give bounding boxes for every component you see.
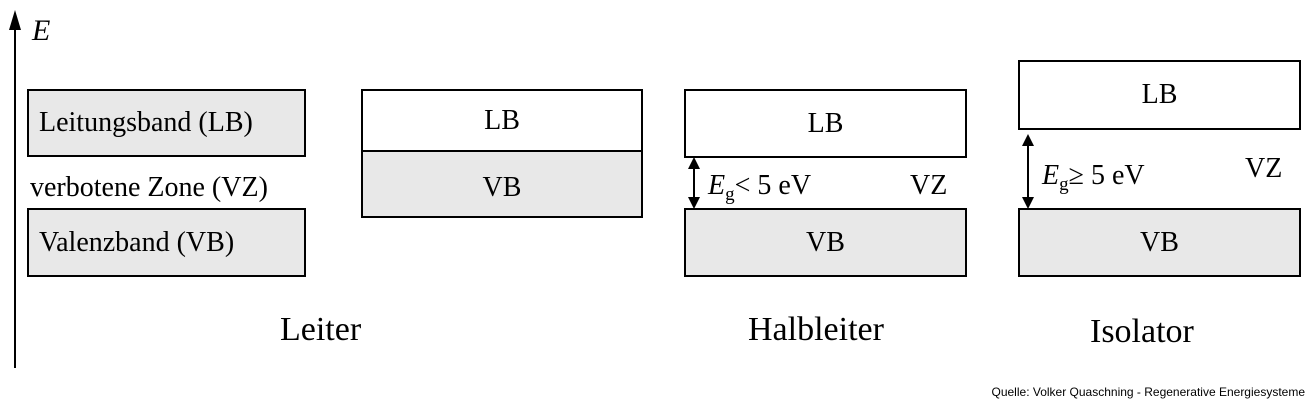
insulator-gap-subscript: g <box>1059 174 1069 195</box>
semiconductor-lb-box: LB <box>684 89 967 158</box>
source-credit: Quelle: Volker Quaschning - Regenerative… <box>991 385 1306 399</box>
energy-axis-arrowhead <box>9 10 21 30</box>
energy-axis-label: E <box>32 14 51 47</box>
insulator-lb-box: LB <box>1018 60 1301 130</box>
conductor-vb-box: VB <box>361 150 643 218</box>
semiconductor-lb-label: LB <box>807 107 844 139</box>
semiconductor-gap-relation: < 5 eV <box>734 170 812 201</box>
insulator-gap-relation: ≥ 5 eV <box>1068 160 1145 191</box>
insulator-gap-symbol: E <box>1042 160 1060 191</box>
legend-valence-band: Valenzband (VB) <box>27 208 306 277</box>
insulator-vb-box: VB <box>1018 208 1301 277</box>
insulator-vz-label: VZ <box>1245 153 1283 184</box>
legend-conduction-band: Leitungsband (LB) <box>27 89 306 157</box>
semiconductor-gap-symbol: E <box>708 170 726 201</box>
conductor-vb-label: VB <box>482 172 522 203</box>
conductor-title: Leiter <box>280 311 362 348</box>
semiconductor-gap-subscript: g <box>725 184 735 205</box>
semiconductor-vz-label: VZ <box>910 170 948 201</box>
legend-valence-band-label: Valenzband (VB) <box>39 226 235 258</box>
insulator-gap-arrow <box>1022 134 1034 209</box>
semiconductor-vb-label: VB <box>806 226 845 258</box>
semiconductor-vb-box: VB <box>684 208 967 277</box>
legend-conduction-band-label: Leitungsband (LB) <box>39 107 253 138</box>
semiconductor-gap-arrow <box>688 157 700 209</box>
semiconductor-gap-label: Eg< 5 eV <box>708 170 812 205</box>
conductor-lb-box: LB <box>361 89 643 152</box>
semiconductor-title: Halbleiter <box>748 311 884 348</box>
legend-forbidden-zone-label: verbotene Zone (VZ) <box>30 172 268 203</box>
conductor-lb-label: LB <box>484 104 520 136</box>
insulator-title: Isolator <box>1090 313 1194 350</box>
insulator-gap-label: Eg≥ 5 eV <box>1042 160 1145 195</box>
insulator-vb-label: VB <box>1140 226 1179 258</box>
insulator-lb-label: LB <box>1141 79 1178 110</box>
